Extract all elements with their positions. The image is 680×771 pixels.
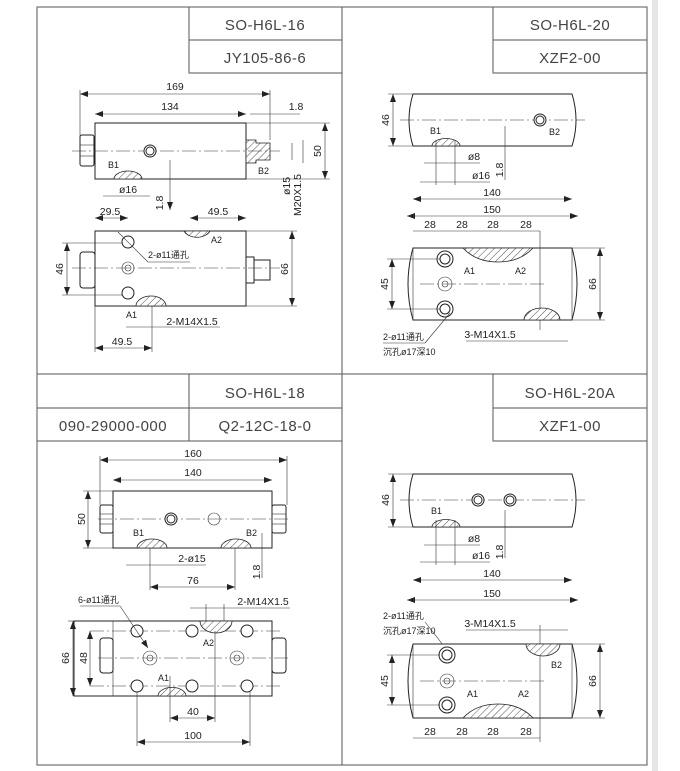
dim-1-8: 1.8: [494, 163, 506, 178]
dim-140: 140: [184, 467, 202, 479]
callout-through-holes: 2-ø11通孔: [383, 332, 424, 342]
port-a2: A2: [515, 266, 526, 276]
alt-part-code: 090-29000-000: [59, 418, 167, 435]
port-a2: A2: [518, 689, 529, 699]
dim-66: 66: [587, 675, 599, 687]
dim-28: 28: [456, 726, 468, 738]
dim-28: 28: [456, 219, 468, 231]
dim-46: 46: [54, 263, 66, 275]
port-a1: A1: [467, 689, 478, 699]
dim-49-5-top: 49.5: [208, 206, 229, 218]
port-a1: A1: [126, 310, 137, 320]
dim-46: 46: [380, 114, 392, 126]
drawing-so-h6l-18: 160 140 B1 B2 50 2-ø15 76 1.8 A2 A1: [60, 448, 290, 746]
dim-140: 140: [483, 568, 501, 580]
port-b1: B1: [133, 528, 144, 538]
dim-49-5-bottom: 49.5: [112, 336, 133, 348]
callout-m14x1-5: 3-M14X1.5: [464, 618, 516, 630]
port-b2: B2: [246, 528, 257, 538]
part-code: JY105-86-6: [224, 50, 307, 67]
dim-66: 66: [279, 263, 291, 275]
callout-m14x1-5: 2-M14X1.5: [166, 316, 218, 328]
callout-counterbore: 沉孔ø17深10: [383, 626, 436, 636]
port-a1: A1: [158, 673, 169, 683]
dim-100: 100: [184, 730, 202, 742]
title-block-so-h6l-20a: SO-H6L-20A XZF1-00: [492, 373, 648, 442]
dim-160: 160: [184, 448, 202, 460]
dim-28: 28: [520, 726, 532, 738]
dim-50: 50: [312, 145, 324, 157]
part-code: Q2-12C-18-0: [218, 418, 311, 435]
dim-phi16: ø16: [472, 170, 490, 182]
dim-28: 28: [424, 219, 436, 231]
title-block-so-h6l-16: SO-H6L-16 JY105-86-6: [188, 6, 343, 74]
dim-134: 134: [161, 101, 179, 113]
dim-2-phi15: 2-ø15: [178, 553, 206, 565]
part-code: XZF1-00: [539, 418, 601, 435]
dim-phi16: ø16: [472, 550, 490, 562]
dim-48: 48: [78, 652, 90, 664]
dim-m20x1-5: M20X1.5: [292, 174, 304, 216]
port-b1: B1: [430, 126, 441, 136]
dim-150: 150: [483, 588, 501, 600]
callout-m14x1-5: 3-M14X1.5: [464, 329, 516, 341]
model-number: SO-H6L-20: [530, 17, 610, 34]
callout-through-holes: 6-ø11通孔: [78, 595, 119, 605]
model-number: SO-H6L-16: [225, 17, 305, 34]
dim-76: 76: [187, 575, 199, 587]
dim-29-5: 29.5: [100, 206, 121, 218]
port-a1: A1: [464, 266, 475, 276]
dim-66: 66: [587, 278, 599, 290]
dim-28: 28: [487, 726, 499, 738]
port-b2: B2: [551, 660, 562, 670]
callout-through-holes: 2-ø11通孔: [148, 250, 189, 260]
dim-28: 28: [424, 726, 436, 738]
title-block-so-h6l-18: SO-H6L-18 090-29000-000 Q2-12C-18-0: [36, 373, 343, 442]
part-code: XZF2-00: [539, 50, 601, 67]
dim-phi8: ø8: [468, 533, 480, 545]
dim-50: 50: [76, 513, 88, 525]
dim-phi16: ø16: [119, 184, 137, 196]
dim-phi8: ø8: [468, 151, 480, 163]
dim-169: 169: [166, 81, 184, 93]
callout-through-holes: 2-ø11通孔: [383, 611, 424, 621]
drawing-so-h6l-16: 169 134 1.8 B1 B2 ø16 1.8 50 ø15 M20X1.5…: [54, 81, 330, 352]
port-b1: B1: [108, 160, 119, 170]
dim-1-8-top: 1.8: [289, 101, 304, 113]
dim-45: 45: [379, 278, 391, 290]
dim-45: 45: [379, 675, 391, 687]
dim-66: 66: [60, 652, 72, 664]
dim-140: 140: [483, 187, 501, 199]
callout-m14x1-5: 2-M14X1.5: [237, 596, 289, 608]
model-number: SO-H6L-18: [225, 385, 305, 402]
callout-counterbore: 沉孔ø17深10: [383, 347, 436, 357]
port-b2: B2: [258, 166, 269, 176]
port-b1: B1: [431, 506, 442, 516]
dim-28: 28: [487, 219, 499, 231]
model-number: SO-H6L-20A: [525, 385, 616, 402]
dim-phi15: ø15: [281, 177, 293, 195]
dim-46: 46: [380, 494, 392, 506]
drawing-so-h6l-20a: 46 B1 ø8 ø16 1.8 140 150 2-ø11通孔 沉孔ø17深1…: [379, 473, 605, 742]
title-block-so-h6l-20: SO-H6L-20 XZF2-00: [492, 6, 648, 74]
dim-1-8: 1.8: [494, 545, 506, 560]
drawing-so-h6l-20: 46 B1 B2 ø8 ø16 1.8 140 150 28 28 28 28 …: [379, 93, 605, 357]
dim-28: 28: [520, 219, 532, 231]
dim-150: 150: [483, 204, 501, 216]
dim-1-8: 1.8: [251, 565, 263, 580]
port-a2: A2: [211, 235, 222, 245]
dim-40: 40: [187, 706, 199, 718]
dim-1-8-bottom: 1.8: [154, 196, 166, 211]
port-b2: B2: [549, 127, 560, 137]
port-a2: A2: [203, 638, 214, 648]
